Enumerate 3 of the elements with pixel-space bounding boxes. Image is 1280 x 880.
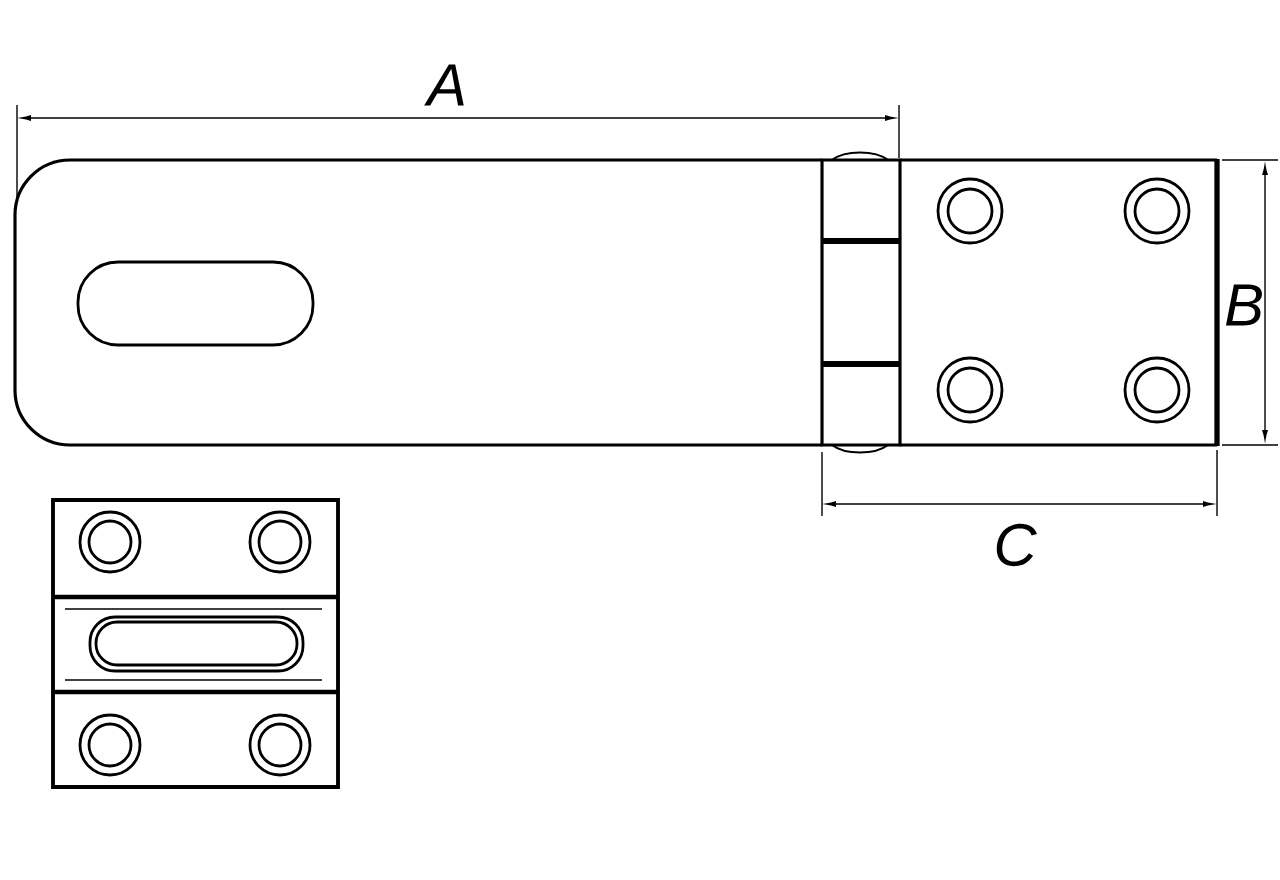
dimension-label: B: [1225, 284, 1262, 326]
dimension-label: A: [424, 64, 464, 106]
dimension-label: C: [996, 523, 1037, 567]
